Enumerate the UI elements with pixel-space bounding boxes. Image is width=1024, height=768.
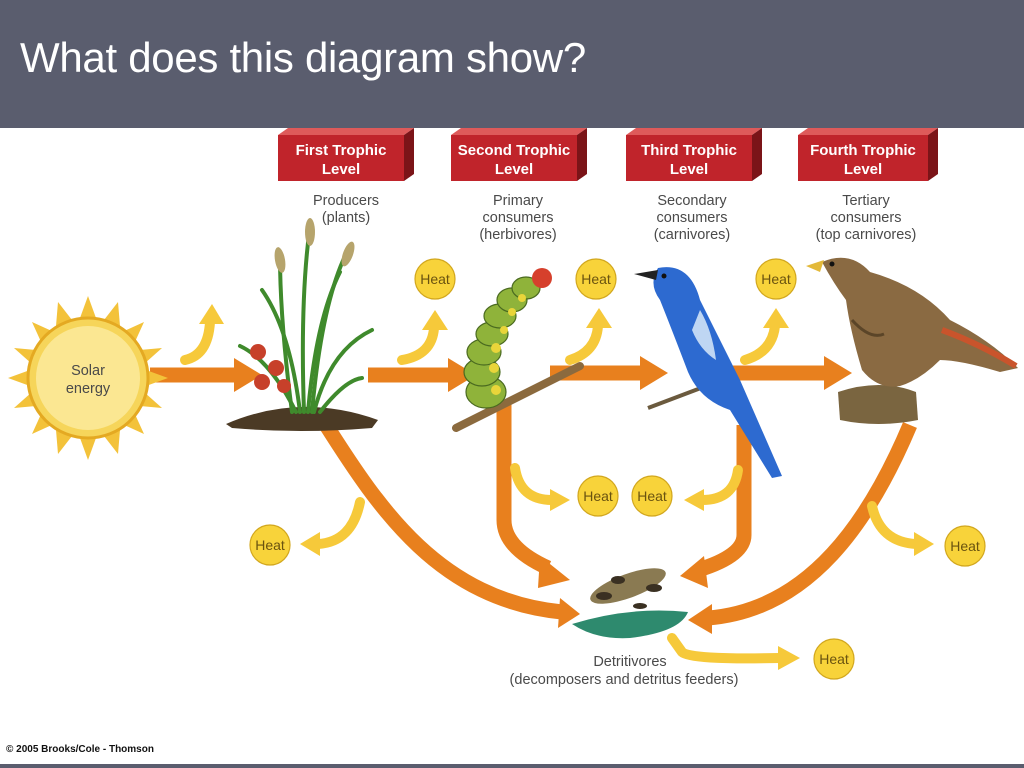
level-2-desc-line1: Primary bbox=[493, 193, 544, 209]
heat-badge-1: Heat bbox=[414, 258, 456, 300]
level-2-title-line2: Level bbox=[495, 161, 533, 178]
level-4-title-line2: Level bbox=[844, 161, 882, 178]
svg-text:Heat: Heat bbox=[420, 271, 450, 287]
level-1-desc-line2: (plants) bbox=[322, 210, 370, 226]
detritivores-label-line2: (decomposers and detritus feeders) bbox=[510, 672, 739, 688]
svg-text:Heat: Heat bbox=[761, 271, 791, 287]
heat-badge-8: Heat bbox=[813, 638, 855, 680]
heat-arrow-right bbox=[867, 501, 934, 556]
level-2-title-line1: Second Trophic bbox=[458, 142, 571, 159]
level-1-title-line1: First Trophic bbox=[296, 142, 387, 159]
sun-icon: Solar energy bbox=[8, 296, 168, 460]
level-box-4: Fourth Trophic Level bbox=[798, 128, 938, 181]
level-3-desc-line1: Secondary bbox=[657, 193, 727, 209]
flow-arrow-producers-to-detritivores bbox=[319, 420, 580, 628]
svg-text:Heat: Heat bbox=[819, 651, 849, 667]
svg-text:Heat: Heat bbox=[950, 538, 980, 554]
heat-arrow-left bbox=[300, 497, 365, 556]
diagram-panel: First Trophic Level Second Trophic Level… bbox=[0, 128, 1024, 764]
heat-arrow-to-center-right bbox=[684, 465, 743, 511]
level-3-desc-line2: consumers bbox=[657, 210, 728, 226]
slide-title: What does this diagram show? bbox=[20, 34, 586, 81]
level-1-desc-line1: Producers bbox=[313, 193, 379, 209]
solar-energy-label-line2: energy bbox=[66, 381, 111, 397]
level-2-desc-line3: (herbivores) bbox=[479, 227, 556, 243]
level-4-desc-line3: (top carnivores) bbox=[816, 227, 917, 243]
level-4-desc-line1: Tertiary bbox=[842, 193, 890, 209]
flow-arrow-herbivore-to-detritivores bbox=[496, 400, 570, 588]
flow-arrow-bird-to-hawk bbox=[732, 356, 852, 390]
heat-badge-4: Heat bbox=[577, 475, 619, 517]
heat-badge-7: Heat bbox=[944, 525, 986, 567]
heat-arrow-to-center-left bbox=[510, 463, 570, 511]
flow-arrow-producers-to-herbivore bbox=[368, 358, 476, 392]
level-3-title-line1: Third Trophic bbox=[641, 142, 737, 159]
heat-arrow-up-2 bbox=[397, 310, 448, 365]
detritivores-label-line1: Detritivores bbox=[593, 654, 666, 670]
level-1-title-line2: Level bbox=[322, 161, 360, 178]
hawk-icon bbox=[806, 257, 1018, 424]
level-4-title-line1: Fourth Trophic bbox=[810, 142, 916, 159]
level-3-title-line2: Level bbox=[670, 161, 708, 178]
level-3-desc-line3: (carnivores) bbox=[654, 227, 731, 243]
flow-arrow-hawk-to-detritivores bbox=[688, 422, 917, 634]
svg-text:Heat: Heat bbox=[581, 271, 611, 287]
heat-badge-3: Heat bbox=[755, 258, 797, 300]
level-box-1: First Trophic Level bbox=[278, 128, 414, 181]
energy-flow-diagram: First Trophic Level Second Trophic Level… bbox=[8, 128, 1018, 688]
heat-badge-2: Heat bbox=[575, 258, 617, 300]
heat-badge-6: Heat bbox=[249, 524, 291, 566]
heat-arrow-up-1 bbox=[180, 304, 224, 365]
level-box-3: Third Trophic Level bbox=[626, 128, 762, 181]
copyright-notice: © 2005 Brooks/Cole - Thomson bbox=[6, 744, 154, 755]
flow-arrow-bird-to-detritivores bbox=[680, 425, 752, 588]
svg-text:Heat: Heat bbox=[255, 537, 285, 553]
solar-energy-label-line1: Solar bbox=[71, 363, 105, 379]
heat-arrow-detritivores bbox=[667, 633, 800, 670]
bird-icon bbox=[634, 267, 782, 478]
heat-arrow-up-4 bbox=[740, 308, 789, 365]
level-2-desc-line2: consumers bbox=[483, 210, 554, 226]
detritivores-icon bbox=[572, 568, 688, 639]
svg-text:Heat: Heat bbox=[583, 488, 613, 504]
svg-text:Heat: Heat bbox=[637, 488, 667, 504]
heat-badge-5: Heat bbox=[631, 475, 673, 517]
level-box-2: Second Trophic Level bbox=[451, 128, 587, 181]
heat-arrow-up-3 bbox=[565, 308, 612, 365]
level-4-desc-line2: consumers bbox=[831, 210, 902, 226]
plants-icon bbox=[226, 218, 378, 431]
title-bar: What does this diagram show? bbox=[0, 0, 1024, 128]
flow-arrow-sun-to-producers bbox=[150, 358, 262, 392]
caterpillar-icon bbox=[452, 268, 584, 432]
